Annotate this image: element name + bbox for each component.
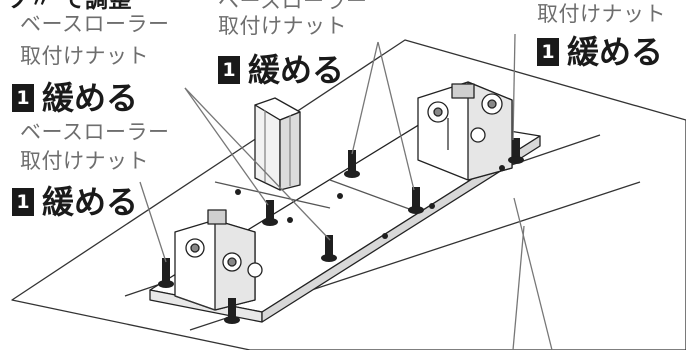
caption-base-roller-upper-left: ベースローラー: [20, 12, 170, 36]
caption-base-roller-upper-center: ベースローラー: [218, 0, 368, 13]
vertical-guide-post: [254, 97, 301, 191]
step-loosen-upper-center: 1 緩める: [218, 54, 344, 86]
step-action-label: 緩める: [567, 33, 664, 71]
caption-mount-nut-upper-center: 取付けナット: [218, 14, 347, 38]
mounting-nuts: [158, 138, 524, 324]
step-number-badge: 1: [12, 84, 34, 112]
right-roller-unit: [417, 81, 513, 181]
left-roller-unit: [174, 209, 263, 311]
step-number-badge: 1: [12, 188, 34, 216]
caption-mount-nut-upper-left: 取付けナット: [20, 44, 149, 68]
step-number-badge: 1: [218, 56, 240, 84]
step-action-label: 緩める: [42, 79, 139, 117]
header-fragment: ソ〃 て調整: [6, 0, 133, 13]
step-action-label: 緩める: [42, 183, 139, 221]
step-loosen-upper-left: 1 緩める: [12, 82, 138, 114]
caption-mount-nut-middle-left: 取付けナット: [20, 149, 149, 173]
leader-lines: [139, 33, 553, 350]
caption-mount-nut-upper-right: 取付けナット: [537, 2, 666, 26]
step-loosen-upper-right: 1 緩める: [537, 36, 663, 68]
step-action-label: 緩める: [248, 51, 345, 89]
step-loosen-middle-left: 1 緩める: [12, 186, 138, 218]
step-number-badge: 1: [537, 38, 559, 66]
caption-base-roller-middle-left: ベースローラー: [20, 120, 170, 144]
